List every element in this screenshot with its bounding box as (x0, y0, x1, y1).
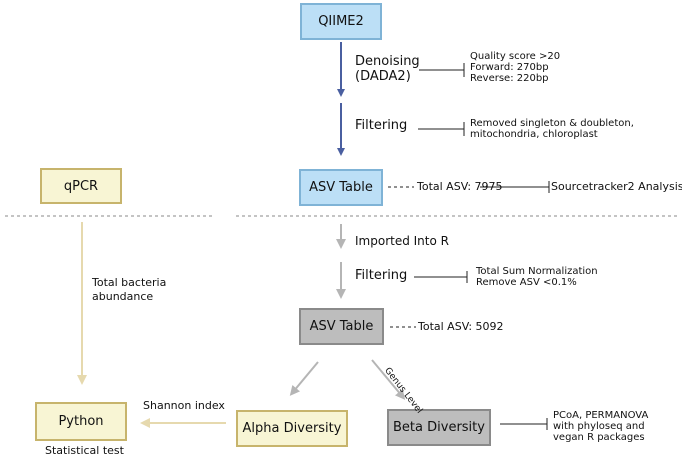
python-node: Python (35, 402, 127, 441)
denoising-note: Quality score >20 Forward: 270bp Reverse… (470, 51, 561, 84)
imported-label: Imported Into R (355, 234, 449, 248)
qiime2-node: QIIME2 (300, 3, 382, 40)
beta-note: PCoA, PERMANOVA with phyloseq and vegan … (553, 410, 649, 443)
filtering-top-label: Filtering (355, 118, 408, 133)
total-bacteria-label: Total bacteria abundance (92, 276, 167, 303)
shannon-index-label: Shannon index (143, 399, 225, 412)
asv-table-bottom-node: ASV Table (299, 308, 384, 345)
total-asv-top-label: Total ASV: 7975 (417, 180, 503, 193)
arrow-asv-to-alpha (289, 361, 319, 396)
beta-diversity-node: Beta Diversity (387, 409, 491, 446)
filtering-bottom-label: Filtering (355, 268, 408, 283)
sourcetracker-label: Sourcetracker2 Analysis (551, 180, 682, 193)
statistical-test-label: Statistical test (45, 444, 124, 457)
filtering-bottom-note: Total Sum Normalization Remove ASV <0.1% (476, 266, 598, 288)
asv-table-top-node: ASV Table (299, 169, 383, 206)
filtering-top-note: Removed singleton & doubleton, mitochond… (470, 118, 634, 140)
denoising-label: Denoising (DADA2) (355, 54, 420, 84)
alpha-diversity-node: Alpha Diversity (236, 410, 348, 447)
qpcr-node: qPCR (40, 168, 122, 204)
arrow-asv-to-beta (371, 359, 406, 400)
total-asv-bottom-label: Total ASV: 5092 (418, 320, 504, 333)
